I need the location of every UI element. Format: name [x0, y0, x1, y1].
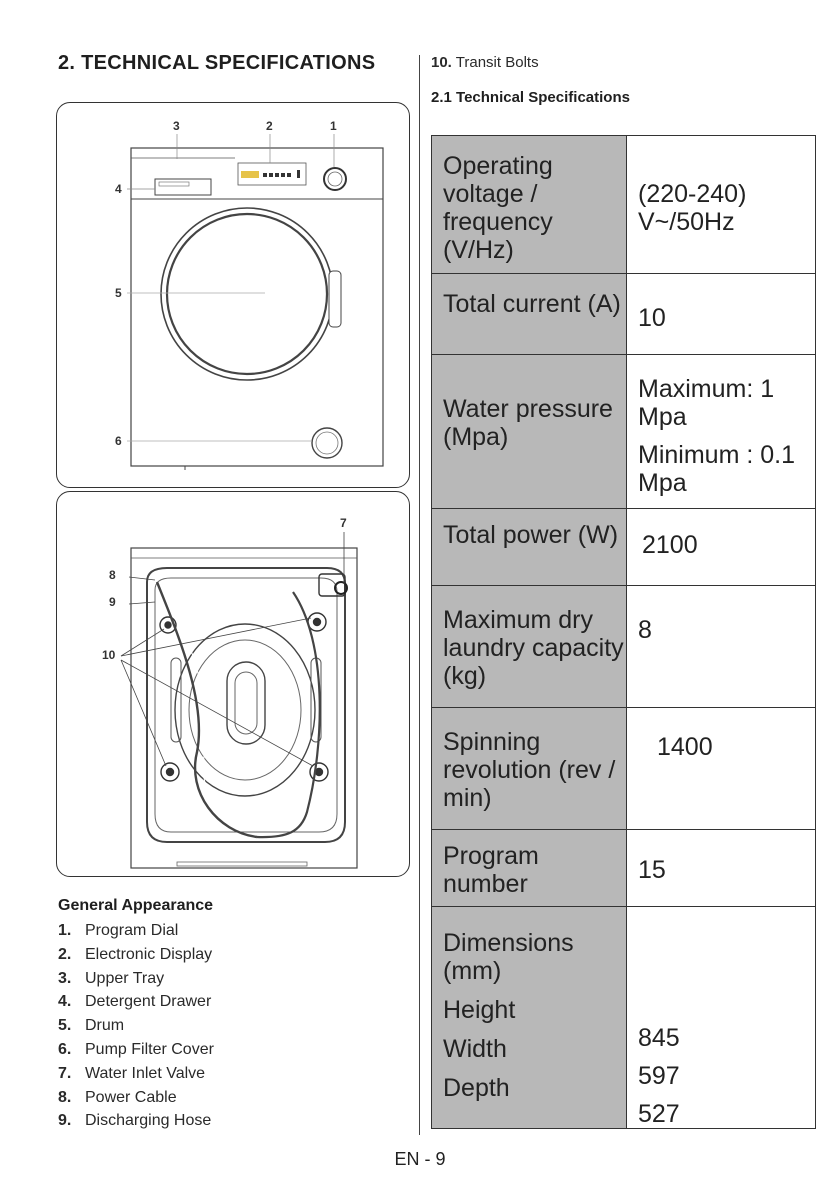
list-item: 4. Detergent Drawer [58, 990, 214, 1014]
back-view-drawing [120, 532, 358, 869]
item-number: 2. [58, 945, 72, 963]
spec-label: Total power (W) [431, 508, 627, 586]
item-label: Pump Filter Cover [85, 1040, 214, 1058]
callout-6: 6 [115, 434, 122, 448]
dimensions-label-cell: Dimensions (mm) Height Width Depth [431, 906, 627, 1129]
callout-9: 9 [109, 595, 116, 609]
spec-value: 8 [626, 585, 816, 708]
table-row: Operating voltage / frequency (V/Hz) (22… [431, 135, 816, 274]
max-pressure: Maximum: 1 Mpa [638, 375, 775, 431]
item-number: 7. [58, 1064, 72, 1082]
depth-label: Depth [443, 1074, 510, 1102]
spec-table: Operating voltage / frequency (V/Hz) (22… [431, 135, 816, 1129]
spec-value: 2100 [626, 508, 816, 586]
callout-3: 3 [173, 119, 180, 133]
item-number: 9. [58, 1112, 72, 1130]
item-number: 3. [58, 969, 72, 987]
depth-value: 527 [638, 1100, 680, 1128]
callout-8: 8 [109, 568, 116, 582]
spec-label: Operating voltage / frequency (V/Hz) [431, 135, 627, 274]
callout-7: 7 [340, 516, 347, 530]
spec-label: Program number [431, 829, 627, 907]
section-title: 2. TECHNICAL SPECIFICATIONS [58, 52, 376, 74]
item-number: 6. [58, 1040, 72, 1058]
list-item: 8. Power Cable [58, 1086, 214, 1110]
list-item: 7. Water Inlet Valve [58, 1062, 214, 1086]
table-row: Spinning revolution (rev / min) 1400 [431, 707, 816, 830]
spec-label: Maximum dry laundry capacity (kg) [431, 585, 627, 708]
spec-label: Total current (A) [431, 273, 627, 355]
item-label: Water Inlet Valve [85, 1064, 206, 1082]
list-item: 2. Electronic Display [58, 943, 214, 967]
subsection-title: 2.1 Technical Specifications [431, 89, 630, 106]
width-value: 597 [638, 1062, 680, 1090]
table-row: Total current (A) 10 [431, 273, 816, 355]
spec-value: 10 [626, 273, 816, 355]
item-number: 10. [431, 54, 452, 71]
legend-list: 1. Program Dial 2. Electronic Display 3. Up… [58, 919, 214, 1133]
table-row: Program number 15 [431, 829, 816, 907]
column-divider [419, 55, 420, 1135]
callout-1: 1 [330, 119, 337, 133]
callout-2: 2 [266, 119, 273, 133]
legend-item-10: 10. Transit Bolts [431, 54, 539, 71]
dimensions-value-cell: 845 597 527 [626, 906, 816, 1129]
table-row: Water pressure (Mpa) Maximum: 1 Mpa Mini… [431, 354, 816, 509]
front-view-drawing [127, 134, 384, 470]
height-label: Height [443, 996, 516, 1024]
back-view-figure: 7 8 9 10 [56, 491, 410, 877]
item-number: 1. [58, 922, 72, 939]
item-number: 5. [58, 1017, 72, 1035]
spec-value: Maximum: 1 Mpa Minimum : 0.1 Mpa [626, 354, 816, 509]
spec-value: 15 [626, 829, 816, 907]
item-label: Detergent Drawer [85, 993, 212, 1011]
height-value: 845 [638, 1024, 680, 1052]
legend-title: General Appearance [58, 897, 214, 914]
spec-value: (220-240) V~/50Hz [626, 135, 816, 274]
list-item: 1. Program Dial [58, 919, 214, 943]
item-number: 4. [58, 993, 72, 1011]
item-label: Transit Bolts [455, 54, 539, 71]
dimensions-label: Dimensions (mm) [443, 929, 574, 985]
table-row: Maximum dry laundry capacity (kg) 8 [431, 585, 816, 708]
list-item: 9. Discharging Hose [58, 1109, 214, 1133]
callout-10: 10 [102, 648, 116, 662]
spec-value: 1400 [626, 707, 816, 830]
item-label: Drum [85, 1017, 125, 1035]
item-label: Discharging Hose [85, 1112, 212, 1130]
item-label: Electronic Display [85, 945, 213, 963]
item-label: Program Dial [85, 922, 179, 939]
width-label: Width [443, 1035, 507, 1063]
list-item: 3. Upper Tray [58, 967, 214, 991]
front-view-figure: 3 2 1 4 5 6 [56, 102, 410, 488]
item-number: 8. [58, 1088, 72, 1106]
min-pressure: Minimum : 0.1 Mpa [638, 441, 795, 497]
callout-4: 4 [115, 182, 122, 196]
item-label: Upper Tray [85, 969, 165, 987]
item-label: Power Cable [85, 1088, 177, 1106]
table-row: Total power (W) 2100 [431, 508, 816, 586]
table-row: Dimensions (mm) Height Width Depth 845 5… [431, 906, 816, 1129]
spec-label: Water pressure (Mpa) [431, 354, 627, 509]
list-item: 6. Pump Filter Cover [58, 1038, 214, 1062]
spec-label: Spinning revolution (rev / min) [431, 707, 627, 830]
list-item: 5. Drum [58, 1014, 214, 1038]
callout-5: 5 [115, 286, 122, 300]
page-number: EN - 9 [394, 1149, 446, 1169]
